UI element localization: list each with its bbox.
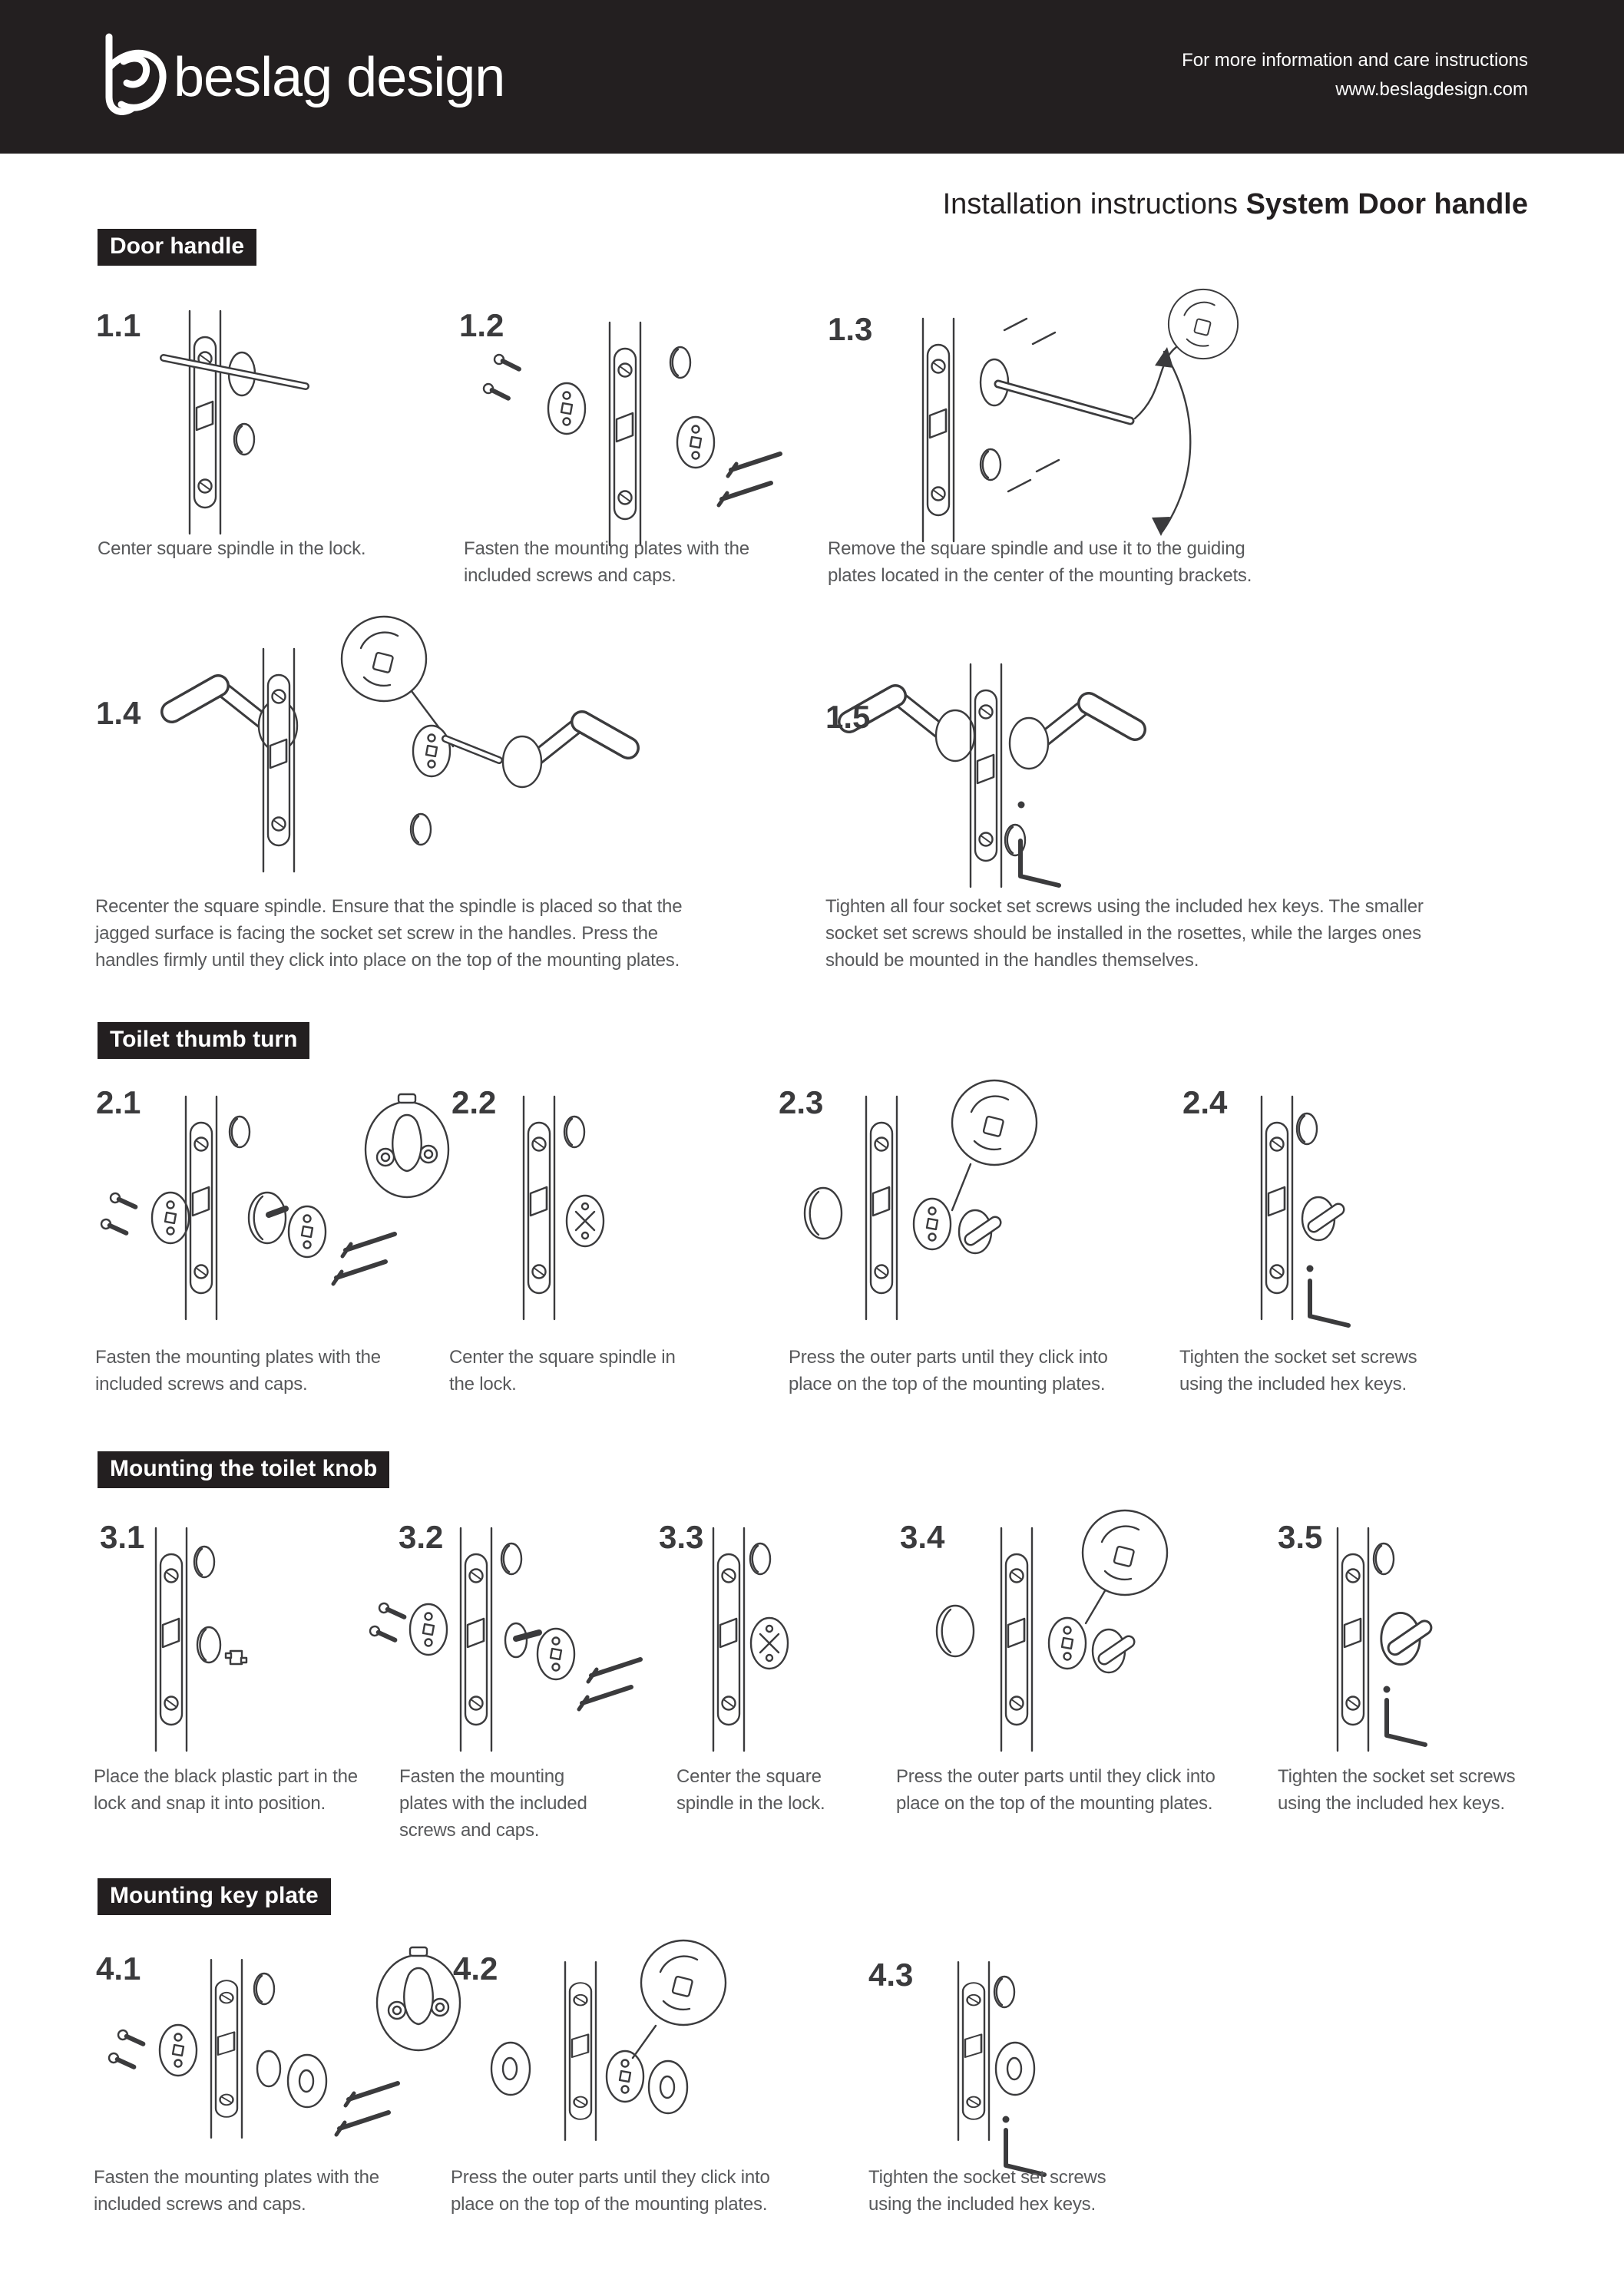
header-info: For more information and care instructio…: [1182, 46, 1528, 104]
figure-1-3: [921, 288, 1239, 543]
step-caption-2-1: Fasten the mounting plates with the incl…: [95, 1347, 381, 1394]
step-caption-2-4: Tighten the socket set screws using the …: [1179, 1347, 1417, 1394]
figure-3-5: [1336, 1527, 1425, 1752]
figure-1-2: [483, 321, 780, 547]
step-number-2-3: 2.3: [779, 1084, 824, 1120]
step-number-2-1: 2.1: [96, 1084, 141, 1120]
section-label-door-handle: Door handle: [98, 229, 257, 266]
figure-2-3: [803, 1079, 1038, 1321]
figure-1-5: [849, 663, 1135, 888]
step-caption-1-5: Tighten all four socket set screws using…: [825, 896, 1424, 971]
page-title: Installation instructions System Door ha…: [943, 188, 1528, 221]
step-number-1-4: 1.4: [96, 695, 141, 731]
section-label-mounting-toilet-knob: Mounting the toilet knob: [98, 1451, 390, 1488]
step-number-3-2: 3.2: [399, 1519, 444, 1555]
step-caption-4-3: Tighten the socket set screws using the …: [868, 2167, 1106, 2215]
step-caption-1-2: Fasten the mounting plates with the incl…: [464, 538, 749, 586]
header-info-line1: For more information and care instructio…: [1182, 50, 1528, 71]
step-caption-4-2: Press the outer parts until they click i…: [451, 2167, 770, 2215]
step-number-1-2: 1.2: [459, 307, 504, 343]
step-number-3-4: 3.4: [900, 1519, 945, 1555]
step-number-4-2: 4.2: [453, 1950, 498, 1987]
step-number-1-5: 1.5: [825, 699, 871, 735]
figure-1-1: [160, 309, 309, 535]
figure-2-4: [1260, 1095, 1348, 1325]
figure-3-4: [935, 1509, 1169, 1752]
page-title-product: System Door handle: [1245, 188, 1528, 220]
step-caption-3-2: Fasten the mounting plates with the incl…: [399, 1766, 587, 1841]
section-label-mounting-key-plate: Mounting key plate: [98, 1878, 331, 1915]
step-number-2-4: 2.4: [1182, 1084, 1228, 1120]
figure-3-1: [154, 1527, 248, 1752]
step-number-2-2: 2.2: [451, 1084, 497, 1120]
figure-1-4: [172, 615, 628, 873]
step-caption-2-2: Center the square spindle in the lock.: [449, 1347, 676, 1394]
figure-2-2: [522, 1095, 605, 1321]
step-number-3-5: 3.5: [1278, 1519, 1323, 1555]
step-caption-4-1: Fasten the mounting plates with the incl…: [94, 2167, 379, 2215]
figure-3-2: [369, 1527, 640, 1752]
step-caption-3-1: Place the black plastic part in the lock…: [94, 1766, 358, 1814]
header-bar: beslag design For more information and c…: [0, 0, 1624, 154]
step-number-4-1: 4.1: [96, 1950, 141, 1987]
page-title-prefix: Installation instructions: [942, 188, 1246, 220]
header-info-link[interactable]: www.beslagdesign.com: [1335, 79, 1528, 100]
step-number-1-1: 1.1: [96, 307, 141, 343]
figure-2-1: [101, 1093, 450, 1321]
step-number-3-3: 3.3: [659, 1519, 704, 1555]
step-caption-1-4: Recenter the square spindle. Ensure that…: [95, 896, 683, 971]
step-caption-3-3: Center the square spindle in the lock.: [676, 1766, 825, 1814]
step-number-4-3: 4.3: [868, 1957, 914, 1993]
beslag-b-logo-icon: [105, 33, 167, 115]
step-caption-3-4: Press the outer parts until they click i…: [896, 1766, 1216, 1814]
figure-4-2: [490, 1939, 727, 2142]
brand-name: beslag design: [174, 47, 505, 108]
step-caption-2-3: Press the outer parts until they click i…: [789, 1347, 1108, 1394]
step-number-1-3: 1.3: [828, 311, 873, 347]
section-label-toilet-thumb-turn: Toilet thumb turn: [98, 1022, 310, 1059]
step-caption-1-3: Remove the square spindle and use it to …: [828, 538, 1252, 586]
step-caption-1-1: Center square spindle in the lock.: [98, 538, 366, 559]
figure-4-1: [108, 1946, 461, 2139]
figure-4-3: [957, 1960, 1044, 2175]
figure-3-3: [712, 1527, 789, 1752]
step-caption-3-5: Tighten the socket set screws using the …: [1278, 1766, 1516, 1814]
step-number-3-1: 3.1: [100, 1519, 145, 1555]
